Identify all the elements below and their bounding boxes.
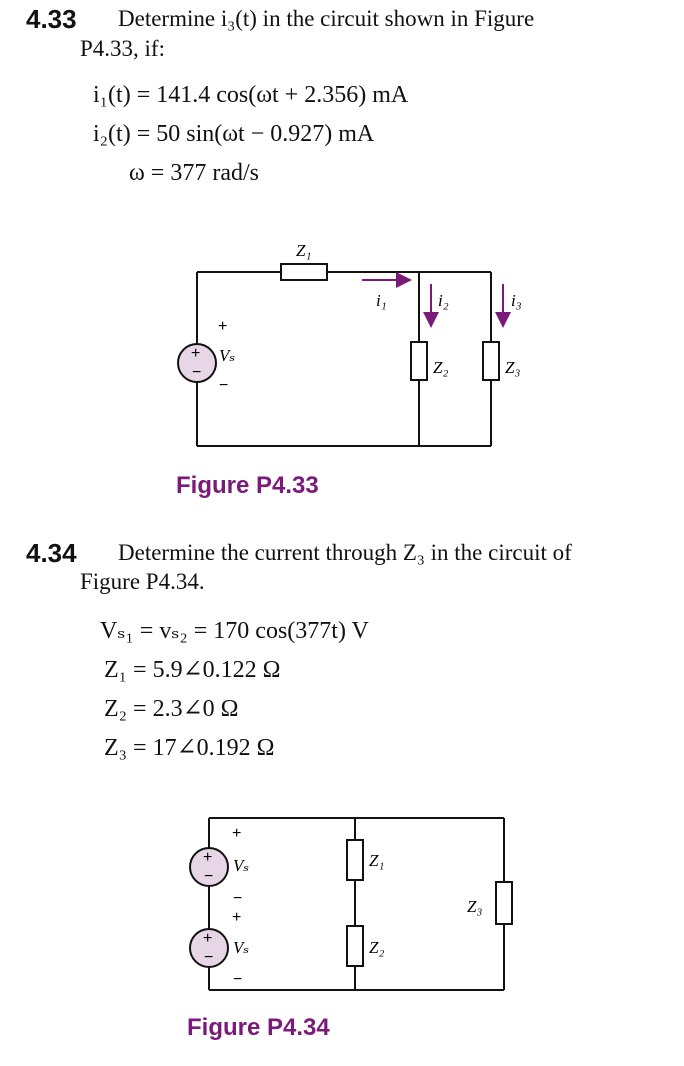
z2-resistor <box>410 341 428 381</box>
source-minus-sign: − <box>192 364 201 381</box>
equation-z1: Z₁ = 5.9∠0.122 Ω <box>104 657 281 683</box>
vs-top-minus-sign: − <box>233 890 242 907</box>
problem-433-line2: P4.33, if: <box>80 36 165 61</box>
voltage-source-icon <box>177 343 217 383</box>
label-z2-434: Z₂ <box>369 938 384 957</box>
label-vs-bottom: Vₛ <box>233 938 249 957</box>
label-z2: Z₂ <box>433 358 448 377</box>
circuit-figure-p433: + − Z₁ i₁ i₂ i₃ Z₂ Z₃ + Vₛ − <box>177 241 522 447</box>
circuit-figure-p434: + − + − + Vₛ − + Vₛ − Z₁ Z₂ Z₃ <box>189 817 513 991</box>
vs-bottom-plus-sign: + <box>232 909 241 926</box>
voltage-source-bottom-icon <box>189 928 229 968</box>
source-plus-sign: + <box>191 345 200 362</box>
problem-434-line1: Determine the current through Z₃ in the … <box>118 540 572 565</box>
vs-minus-sign: − <box>219 377 228 394</box>
z3-resistor <box>482 341 500 381</box>
z3-resistor-434 <box>495 881 513 925</box>
equation-i2: i₂(t) = 50 sin(ωt − 0.927) mA <box>93 121 375 147</box>
label-vs-top: Vₛ <box>233 856 249 875</box>
label-z1-434: Z₁ <box>369 851 384 870</box>
equation-i1: i₁(t) = 141.4 cos(ωt + 2.356) mA <box>93 82 409 108</box>
equation-z3: Z₃ = 17∠0.192 Ω <box>104 735 275 761</box>
vs-plus-sign: + <box>218 318 227 335</box>
source-bottom-plus-sign: + <box>203 930 212 947</box>
source-bottom-minus-sign: − <box>204 949 213 966</box>
vs-bottom-minus-sign: − <box>233 971 242 988</box>
problem-433-line1: Determine i₃(t) in the circuit shown in … <box>118 6 535 31</box>
label-z3-434: Z₃ <box>467 897 482 916</box>
figure-caption-p434: Figure P4.34 <box>187 1014 330 1041</box>
label-z3: Z₃ <box>505 358 520 377</box>
equation-omega: ω = 377 rad/s <box>129 160 259 186</box>
source-top-minus-sign: − <box>204 868 213 885</box>
problem-number-433: 4.33 <box>26 4 77 34</box>
voltage-source-top-icon <box>189 847 229 887</box>
label-i3: i₃ <box>511 291 522 310</box>
source-top-plus-sign: + <box>203 849 212 866</box>
problem-number-434: 4.34 <box>26 538 77 568</box>
z2-resistor-434 <box>346 925 364 967</box>
figure-caption-p433: Figure P4.33 <box>176 472 319 499</box>
equation-vs: Vₛ₁ = vₛ₂ = 170 cos(377t) V <box>100 618 369 644</box>
z1-resistor-434 <box>346 839 364 881</box>
label-i1: i₁ <box>376 291 387 310</box>
label-vs: Vₛ <box>219 346 235 365</box>
z1-resistor <box>280 263 328 281</box>
label-z1: Z₁ <box>296 241 311 260</box>
label-i2: i₂ <box>438 291 449 310</box>
vs-top-plus-sign: + <box>232 825 241 842</box>
problem-434-line2: Figure P4.34. <box>80 569 205 594</box>
equation-z2: Z₂ = 2.3∠0 Ω <box>104 696 239 722</box>
